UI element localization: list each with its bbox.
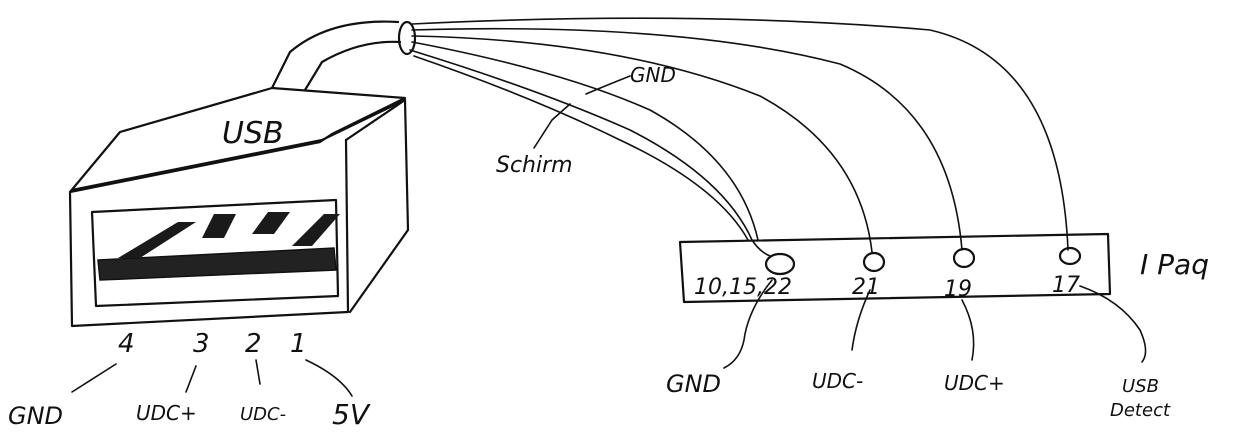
usb-contact-1 [292,214,340,246]
usb-tongue [97,247,337,281]
usb-pin-number: 4 [118,329,135,359]
usb-pin-label-gnd: GND [8,402,63,430]
cable-ferrite-ring [397,20,417,56]
ipaq-connector-body [678,232,1112,304]
usb-side-face [344,98,410,314]
wire-udc-plus [411,27,963,251]
usb-title: USB [222,116,284,151]
usb-contact-2 [252,212,290,234]
usb-contact-4 [118,222,196,258]
wire-udc-minus [411,35,873,253]
ipaq-pin-label-detect: Detect [1110,400,1171,421]
ipaq-title: I Paq [1140,248,1209,281]
ipaq-pin-gnd [764,252,796,276]
ipaq-pin-label-udc-minus: UDC- [812,369,863,393]
usb-connector: USB 4 3 2 1 GND UDC+ UDC- 5V [8,20,410,431]
wire-gnd [411,41,759,241]
usb-front-face [68,138,350,328]
ipaq-pin-label-gnd: GND [666,370,721,398]
ipaq-pin-number: 17 [1052,273,1080,298]
ipaq-pin-number: 21 [852,275,880,300]
ipaq-pin-label-udc-plus: UDC+ [944,371,1005,395]
ipaq-pin-number: 10,15,22 [694,275,792,300]
usb-pin-number: 2 [245,329,262,359]
cable-gnd-label: GND [630,63,676,87]
usb-pin-label-udc-plus: UDC+ [136,401,197,425]
usb-pin-number: 1 [290,329,307,359]
wire-usb-detect [411,17,1069,251]
ipaq-pin-17 [1058,246,1082,266]
usb-contact-3 [202,214,236,238]
usb-port-opening [90,198,340,308]
ipaq-pin-label-usb: USB [1122,376,1159,397]
usb-pin-number: 3 [193,329,210,359]
wire-shield [409,49,753,241]
ipaq-pin-number: 19 [944,277,972,302]
cable-bundle: GND Schirm [397,17,1069,257]
ipaq-connector: 10,15,22 21 19 17 I Paq GND UDC- UDC+ US… [666,232,1209,421]
ipaq-pin-19 [952,247,976,269]
cable-shield-label: Schirm [496,153,573,178]
usb-pin-label-udc-minus: UDC- [240,404,286,425]
ipaq-pin-21 [862,251,886,273]
usb-pin-label-5v: 5V [332,398,371,431]
